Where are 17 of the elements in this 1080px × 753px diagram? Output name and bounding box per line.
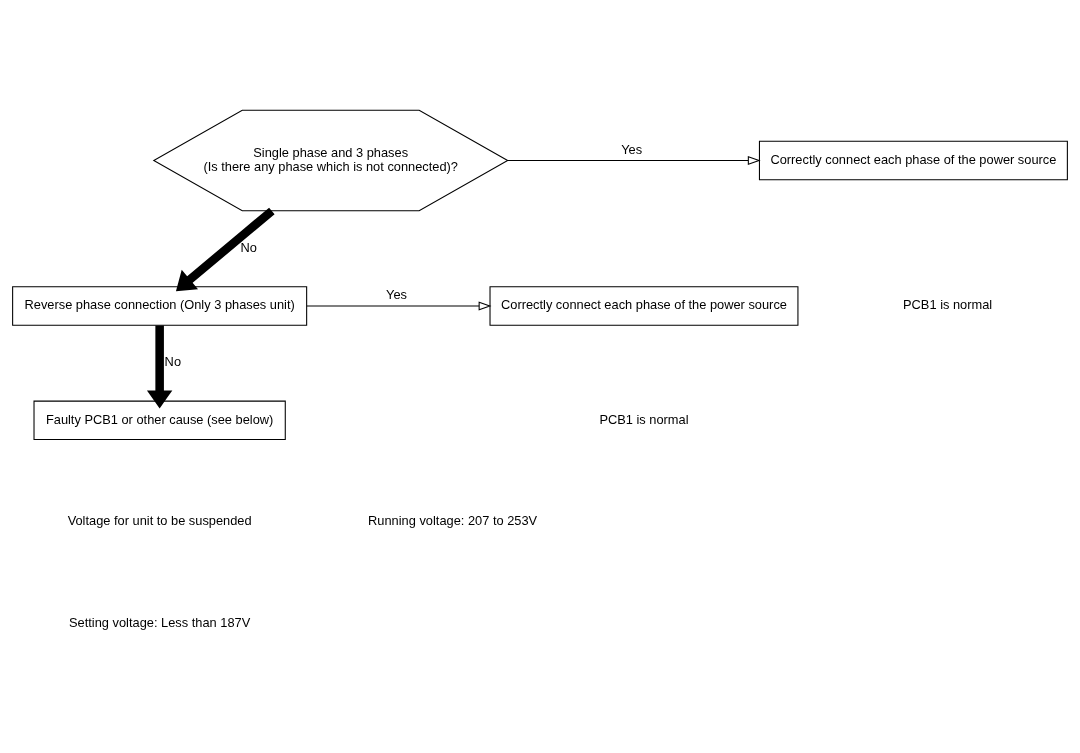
node-box: Correctly connect each phase of the power source: [758, 140, 1068, 181]
edge-label: Yes: [621, 141, 643, 157]
edge-label: No: [240, 240, 257, 256]
label: Voltage for unit to be suspended: [67, 513, 252, 529]
edge-label: No: [164, 354, 182, 370]
node-box: Faulty PCB1 or other cause (see below): [33, 400, 286, 441]
label: Running voltage: 207 to 253V: [368, 513, 538, 529]
label: PCB1 is normal: [599, 411, 689, 427]
node-box: Reverse phase connection (Only 3 phases unit): [12, 286, 308, 326]
arrow: [146, 325, 173, 409]
edge-label: Yes: [386, 287, 408, 303]
label: PCB1 is normal: [903, 297, 993, 313]
arrow: [175, 207, 275, 292]
label: Setting voltage: Less than 187V: [69, 614, 251, 630]
node-box: Correctly connect each phase of the power source: [489, 286, 799, 326]
arrow: [507, 156, 761, 166]
arrow: [306, 301, 492, 311]
